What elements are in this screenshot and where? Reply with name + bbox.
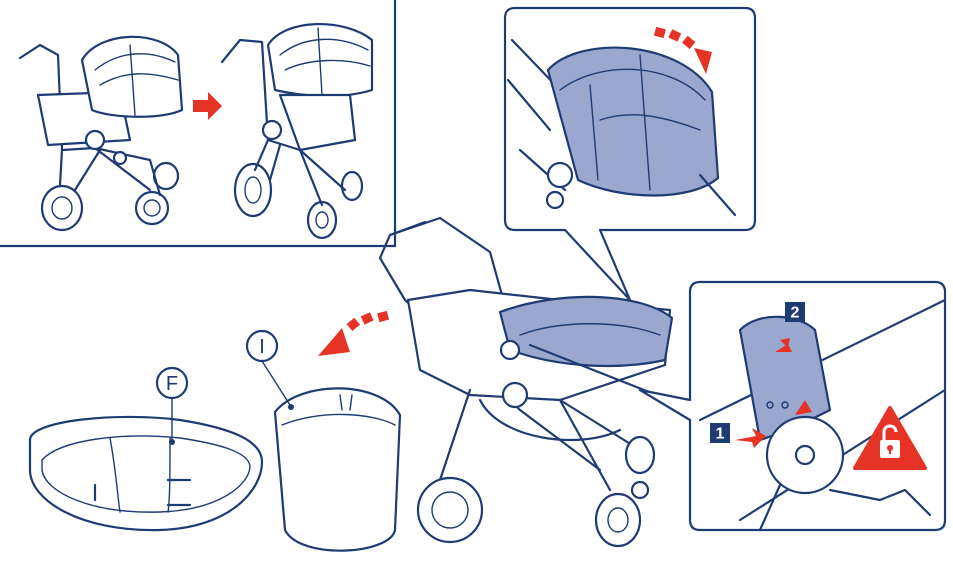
- step-2-label: 2: [791, 305, 800, 322]
- liner-i-illustration: I: [247, 331, 400, 551]
- stroller-before-illustration: [20, 37, 182, 230]
- carrycot-f-illustration: F: [30, 368, 262, 530]
- step-1-label: 1: [716, 426, 725, 443]
- red-curved-arrow-icon: [318, 311, 389, 356]
- label-f: F: [166, 373, 178, 395]
- canopy-detail-panel: [505, 8, 755, 300]
- top-left-panel: [0, 0, 395, 246]
- main-stroller-illustration: [380, 218, 720, 546]
- label-i: I: [259, 336, 265, 358]
- lock-detail-panel: 2 1: [640, 282, 945, 530]
- red-arrow-right-icon: [193, 92, 222, 120]
- stroller-after-illustration: [222, 24, 372, 238]
